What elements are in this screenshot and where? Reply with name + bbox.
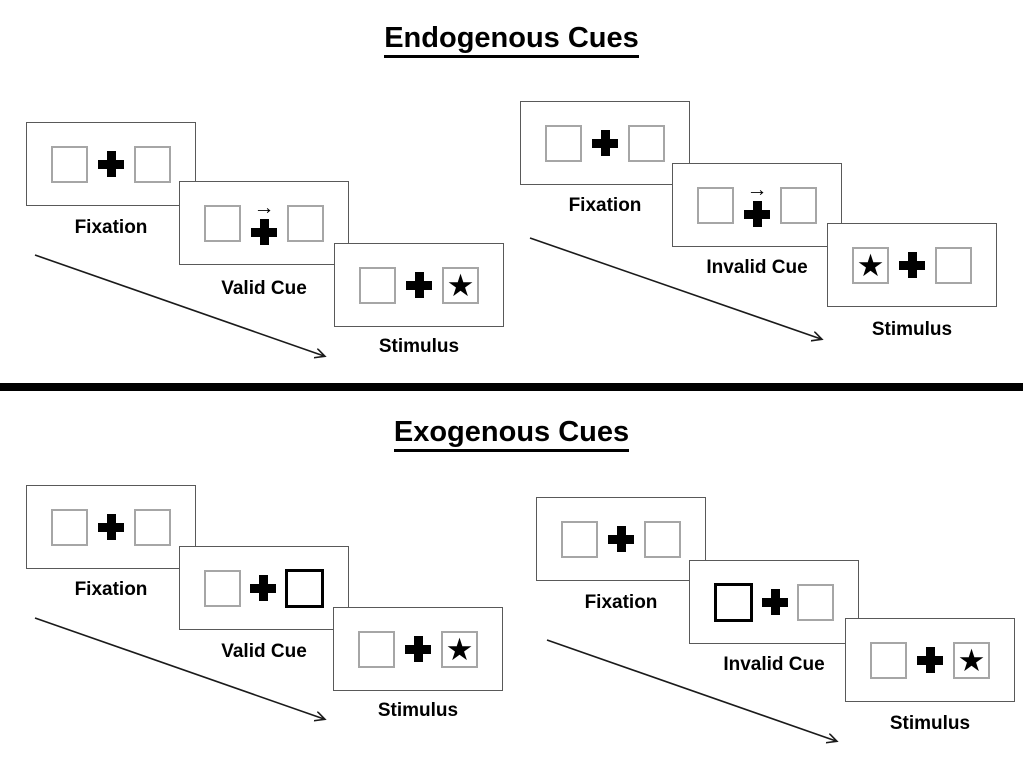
fixation-cross-icon	[592, 130, 618, 156]
left-box	[358, 630, 395, 668]
section-title-endogenous: Endogenous Cues	[0, 22, 1023, 58]
fixation-cross-icon	[250, 575, 276, 601]
fixation-cross-icon	[98, 151, 124, 177]
right-box	[134, 145, 171, 183]
card-label: Fixation	[74, 217, 148, 238]
right-box	[780, 186, 817, 224]
invalid-cue-card	[689, 560, 859, 644]
right-box: ★	[441, 630, 478, 668]
right-box	[797, 583, 834, 621]
star-icon: ★	[445, 631, 474, 667]
right-box: ★	[442, 266, 479, 304]
card-label: Stimulus	[377, 700, 459, 721]
fixation-card	[520, 101, 690, 185]
right-box	[644, 520, 681, 558]
fixation-cross-icon	[406, 272, 432, 298]
right-box	[134, 508, 171, 546]
right-box-highlight-cue	[285, 568, 324, 608]
timeline-arrow-exogenous-valid	[34, 617, 324, 719]
cue-arrow-icon: →	[746, 178, 768, 201]
valid-cue-card: →	[179, 181, 349, 265]
card-label: Valid Cue	[221, 641, 307, 662]
left-box-highlight-cue	[714, 582, 753, 622]
stimulus-card: ★	[334, 243, 504, 327]
right-box	[287, 204, 324, 242]
fixation-cross-icon	[98, 514, 124, 540]
star-icon: ★	[446, 267, 475, 303]
section-title-text: Endogenous Cues	[384, 22, 639, 58]
stimulus-card: ★	[333, 607, 503, 691]
left-box	[697, 186, 734, 224]
left-box	[561, 520, 598, 558]
fixation-cross-icon	[762, 589, 788, 615]
card-label: Invalid Cue	[723, 654, 825, 675]
invalid-cue-card: →	[672, 163, 842, 247]
timeline-arrow-endogenous-valid	[34, 254, 324, 356]
left-box	[51, 145, 88, 183]
cue-arrow-icon: →	[253, 196, 275, 219]
stimulus-card: ★	[827, 223, 997, 307]
card-label: Stimulus	[378, 336, 460, 357]
left-box	[870, 641, 907, 679]
right-box: ★	[953, 641, 990, 679]
fixation-cross-icon	[405, 636, 431, 662]
fixation-card	[26, 485, 196, 569]
fixation-cross-icon	[744, 201, 770, 227]
left-box	[204, 569, 241, 607]
left-box	[51, 508, 88, 546]
card-label: Stimulus	[889, 713, 971, 734]
fixation-card	[536, 497, 706, 581]
card-label: Valid Cue	[221, 278, 307, 299]
fixation-cross-icon	[251, 219, 277, 245]
left-box: ★	[852, 246, 889, 284]
star-icon: ★	[957, 642, 986, 678]
fixation-card	[26, 122, 196, 206]
left-box	[204, 204, 241, 242]
card-label: Invalid Cue	[706, 257, 808, 278]
card-label: Fixation	[584, 592, 658, 613]
star-icon: ★	[856, 247, 885, 283]
section-title-exogenous: Exogenous Cues	[0, 416, 1023, 452]
right-box	[628, 124, 665, 162]
left-box	[359, 266, 396, 304]
left-box	[545, 124, 582, 162]
section-divider	[0, 383, 1023, 391]
valid-cue-card	[179, 546, 349, 630]
fixation-cross-icon	[899, 252, 925, 278]
section-title-text: Exogenous Cues	[393, 416, 630, 452]
card-label: Stimulus	[871, 319, 953, 340]
right-box	[935, 246, 972, 284]
timeline-arrow-endogenous-invalid	[529, 237, 821, 339]
card-label: Fixation	[568, 195, 642, 216]
card-label: Fixation	[74, 579, 148, 600]
fixation-cross-icon	[608, 526, 634, 552]
stimulus-card: ★	[845, 618, 1015, 702]
fixation-cross-icon	[917, 647, 943, 673]
